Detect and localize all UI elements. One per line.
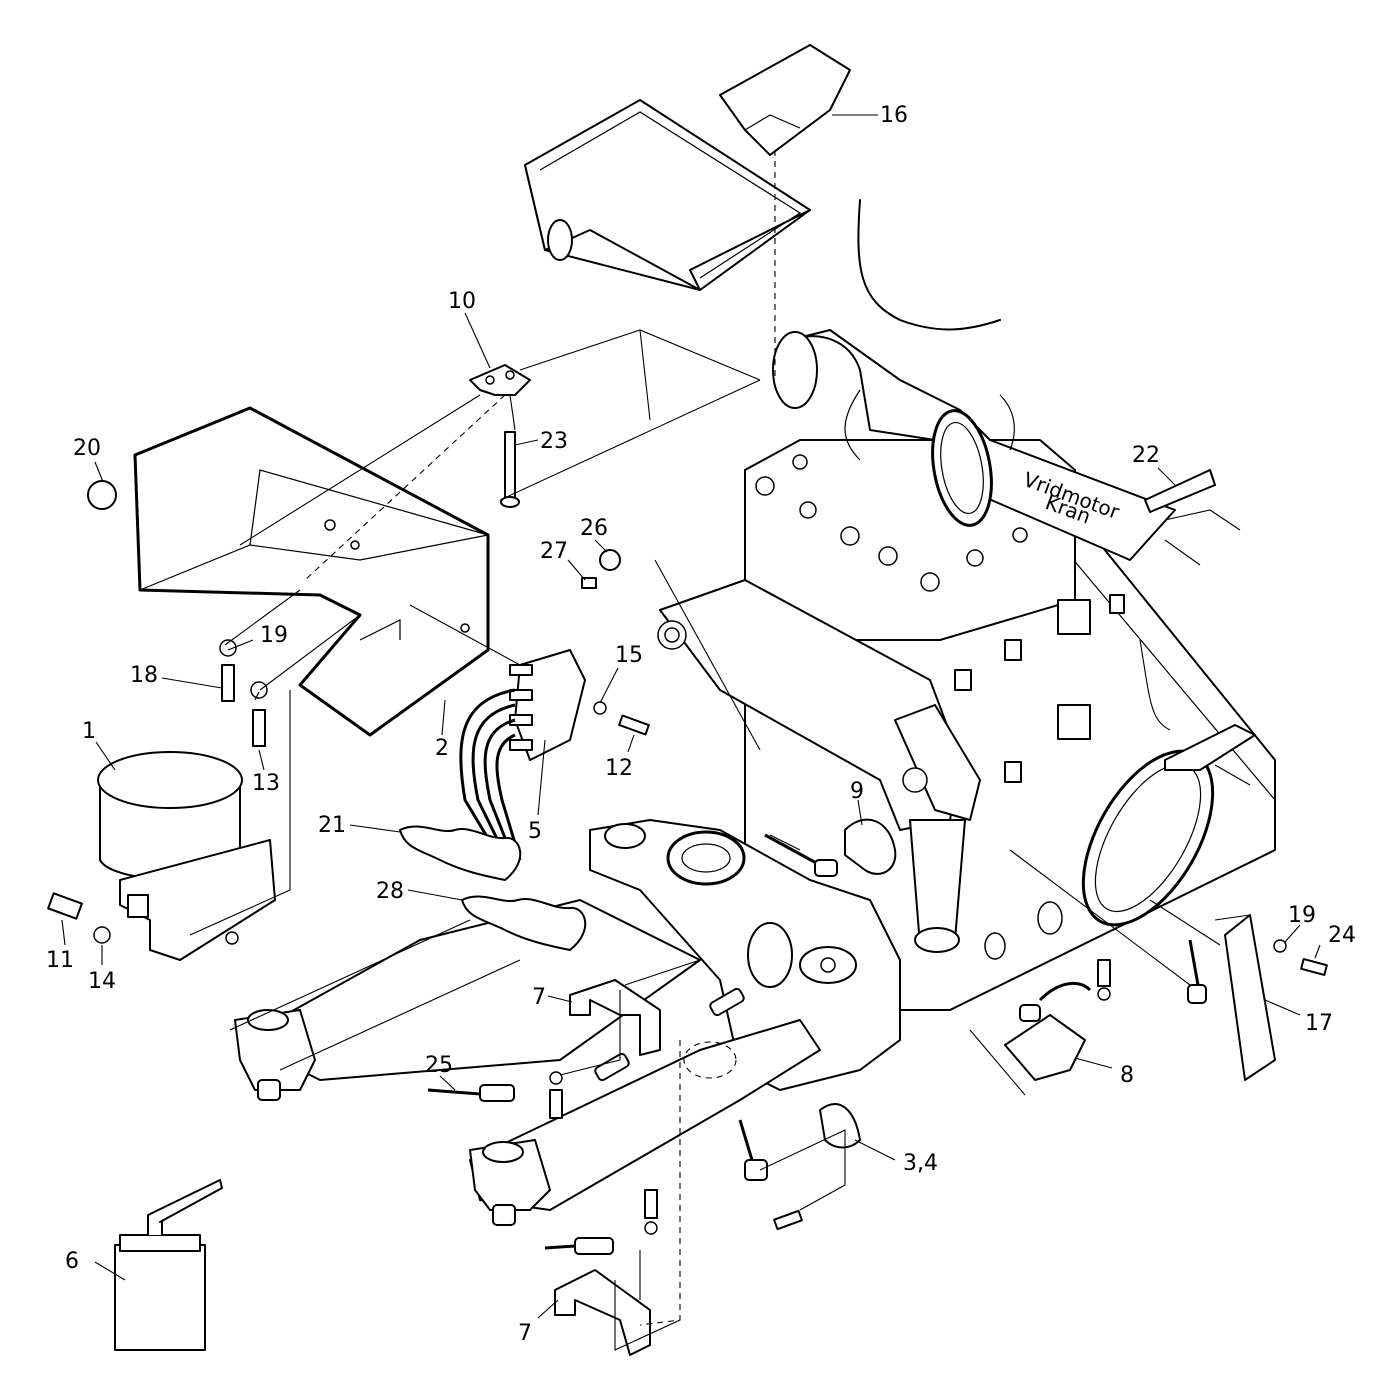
callout-17: 17 [1305, 1011, 1333, 1036]
part-21-spring [399, 825, 522, 881]
part-7-bracket-lower [554, 1269, 651, 1356]
part-7-bracket-upper [569, 979, 661, 1056]
part-10-bracket [469, 364, 531, 396]
part-22-clamp [1144, 469, 1216, 513]
callout-13: 13 [252, 771, 280, 796]
callout-11: 11 [46, 948, 74, 973]
part-9-clamp [769, 818, 897, 875]
callout-19-right: 19 [1288, 903, 1316, 928]
sensor-plugs [427, 833, 1207, 1255]
callout-24: 24 [1328, 923, 1356, 948]
callout-8: 8 [1120, 1063, 1134, 1088]
callout-19-left: 19 [260, 623, 288, 648]
part-6-grease-pump [114, 1179, 223, 1351]
callout-20: 20 [73, 436, 101, 461]
part-16-cover [719, 44, 851, 156]
callout-2: 2 [435, 736, 449, 761]
part-3-4-bracket [819, 1103, 861, 1149]
part-17-rail [1224, 914, 1276, 1081]
part-2-guard [133, 406, 490, 737]
part-27-screw [581, 577, 597, 589]
callout-7-upper: 7 [532, 985, 546, 1010]
part-23-bolt [500, 431, 520, 508]
callout-5: 5 [528, 819, 542, 844]
slew-motor: Vridmotor Kran [772, 199, 1176, 561]
part-1-lubricator [97, 751, 276, 961]
callout-10: 10 [448, 289, 476, 314]
callout-12: 12 [605, 756, 633, 781]
callout-labels: 16 10 23 20 22 26 27 19 18 13 1 2 15 12 … [46, 103, 1356, 1346]
callout-18: 18 [130, 663, 158, 688]
crane-arm [234, 579, 981, 1226]
callout-27: 27 [540, 539, 568, 564]
part-8-clamp [1004, 1014, 1086, 1081]
upper-cover-tray [524, 99, 811, 291]
part-26-clip [599, 549, 621, 571]
part-20-clip [87, 480, 117, 510]
assembly-lines [189, 150, 1256, 1351]
callout-16: 16 [880, 103, 908, 128]
callout-21: 21 [318, 813, 346, 838]
callout-23: 23 [540, 429, 568, 454]
callout-22: 22 [1132, 443, 1160, 468]
part-28-spring [461, 895, 587, 951]
callout-28: 28 [376, 879, 404, 904]
part-5-manifold [459, 649, 586, 861]
callout-6: 6 [65, 1249, 79, 1274]
callout-1: 1 [82, 719, 96, 744]
callout-26: 26 [580, 516, 608, 541]
callout-14: 14 [88, 969, 116, 994]
callout-15: 15 [615, 643, 643, 668]
callout-9: 9 [850, 779, 864, 804]
callout-7-lower: 7 [518, 1321, 532, 1346]
callout-3-4: 3,4 [903, 1151, 938, 1176]
callout-25: 25 [425, 1053, 453, 1078]
callout-leaders [61, 114, 1321, 1319]
top-plate-bolts [755, 454, 1028, 592]
